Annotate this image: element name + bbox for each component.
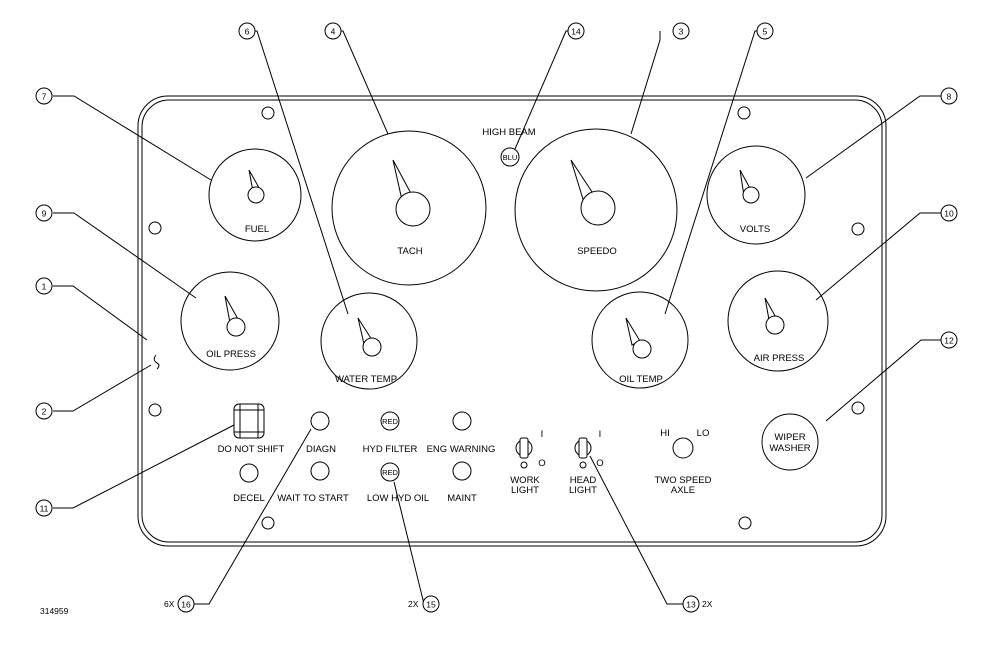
diagn-label: DIAGN	[306, 444, 336, 455]
hi-label: HI	[660, 428, 670, 439]
hyd-filter-light: RED HYD FILTER	[363, 411, 418, 455]
fuel-label: FUEL	[245, 224, 269, 235]
wiper-label: WIPER	[774, 432, 805, 443]
callout-16-qty: 6X	[164, 599, 175, 609]
head-light-toggle: I O HEAD LIGHT	[569, 429, 604, 496]
callout-4: 4	[324, 22, 342, 40]
callout-1: 1	[35, 277, 53, 295]
callout-9: 9	[35, 204, 53, 222]
callout-10: 10	[940, 204, 958, 222]
washer-label: WASHER	[769, 443, 810, 454]
work-light-label-2: LIGHT	[511, 485, 539, 496]
callout-13: 13	[682, 595, 700, 613]
two-speed-axle-switch: HI LO TWO SPEED AXLE	[654, 428, 711, 496]
maint-label: MAINT	[447, 493, 477, 504]
svg-text:7: 7	[42, 91, 47, 101]
callout-7: 7	[35, 87, 53, 105]
fuel-gauge: FUEL	[208, 148, 302, 242]
svg-text:8: 8	[947, 91, 952, 101]
volts-label: VOLTS	[740, 224, 770, 235]
head-light-off-mark: O	[596, 458, 603, 469]
eng-warning-label: ENG WARNING	[427, 444, 496, 455]
oil-temp-label: OIL TEMP	[619, 374, 663, 385]
diagn-light: DIAGN	[306, 411, 336, 455]
wait-to-start-light: WAIT TO START	[277, 461, 349, 504]
callout-13-qty: 2X	[702, 599, 713, 609]
eng-warning-light: ENG WARNING	[427, 411, 496, 455]
high-beam-lens: BLU	[503, 153, 518, 162]
work-light-off-mark: O	[538, 458, 545, 469]
work-light-label-1: WORK	[510, 475, 540, 486]
svg-text:14: 14	[571, 26, 581, 36]
svg-text:9: 9	[42, 208, 47, 218]
callout-5: 5	[756, 22, 774, 40]
callout-14: 14	[567, 22, 585, 40]
head-light-label-2: LIGHT	[569, 485, 597, 496]
speedo-gauge: SPEEDO	[514, 128, 678, 292]
decel-light: DECEL	[233, 463, 265, 504]
callout-15: 15	[422, 595, 440, 613]
svg-text:13: 13	[686, 599, 696, 609]
svg-text:16: 16	[181, 599, 191, 609]
high-beam-indicator: HIGH BEAM BLU	[482, 127, 536, 167]
callout-12: 12	[940, 331, 958, 349]
svg-text:12: 12	[944, 335, 954, 345]
high-beam-label: HIGH BEAM	[482, 127, 535, 138]
svg-text:10: 10	[944, 208, 954, 218]
work-light-toggle: I O WORK LIGHT	[510, 429, 545, 496]
svg-text:5: 5	[763, 26, 768, 36]
svg-text:6: 6	[245, 26, 250, 36]
callout-bubbles: 1 2 3 4 5 6 7 8 9 10 11 12 13 14 15 16	[35, 22, 958, 613]
two-speed-axle-label-1: TWO SPEED	[654, 475, 711, 486]
oil-press-gauge: OIL PRESS	[180, 271, 280, 371]
speedo-label: SPEEDO	[577, 246, 617, 257]
callout-6: 6	[238, 22, 256, 40]
wiper-washer-knob: WIPER WASHER	[761, 413, 819, 471]
callout-3: 3	[672, 22, 690, 40]
callout-2: 2	[35, 402, 53, 420]
tach-gauge: TACH	[331, 130, 487, 286]
svg-text:1: 1	[42, 281, 47, 291]
oil-press-label: OIL PRESS	[206, 349, 256, 360]
part-2-clip	[153, 354, 160, 370]
callout-11: 11	[35, 499, 53, 517]
wait-to-start-label: WAIT TO START	[277, 493, 349, 504]
volts-gauge: VOLTS	[706, 145, 806, 245]
tach-label: TACH	[397, 246, 422, 257]
callout-16: 16	[177, 595, 195, 613]
leader-lines	[53, 30, 941, 605]
svg-text:4: 4	[331, 26, 336, 36]
do-not-shift-switch: DO NOT SHIFT	[218, 403, 285, 455]
head-light-on-mark: I	[599, 429, 602, 440]
mounting-holes	[148, 106, 865, 530]
drawing-id: 314959	[40, 606, 69, 616]
callout-15-qty: 2X	[408, 599, 419, 609]
oil-temp-gauge: OIL TEMP	[591, 291, 689, 389]
water-temp-gauge: WATER TEMP	[320, 292, 418, 390]
two-speed-axle-label-2: AXLE	[671, 485, 695, 496]
maint-light: MAINT	[447, 461, 477, 504]
callout-8: 8	[940, 87, 958, 105]
low-hyd-oil-lens: RED	[382, 468, 398, 477]
air-press-label: AIR PRESS	[754, 353, 805, 364]
water-temp-label: WATER TEMP	[335, 374, 397, 385]
head-light-label-1: HEAD	[570, 475, 597, 486]
svg-text:3: 3	[679, 26, 684, 36]
do-not-shift-label: DO NOT SHIFT	[218, 444, 285, 455]
work-light-on-mark: I	[541, 429, 544, 440]
air-press-gauge: AIR PRESS	[727, 270, 829, 372]
hyd-filter-lens: RED	[382, 417, 398, 426]
svg-text:2: 2	[42, 406, 47, 416]
hyd-filter-label: HYD FILTER	[363, 444, 418, 455]
svg-text:15: 15	[426, 599, 436, 609]
decel-label: DECEL	[233, 493, 265, 504]
panel-outline	[137, 95, 887, 547]
svg-text:11: 11	[40, 503, 49, 513]
lo-label: LO	[697, 428, 710, 439]
